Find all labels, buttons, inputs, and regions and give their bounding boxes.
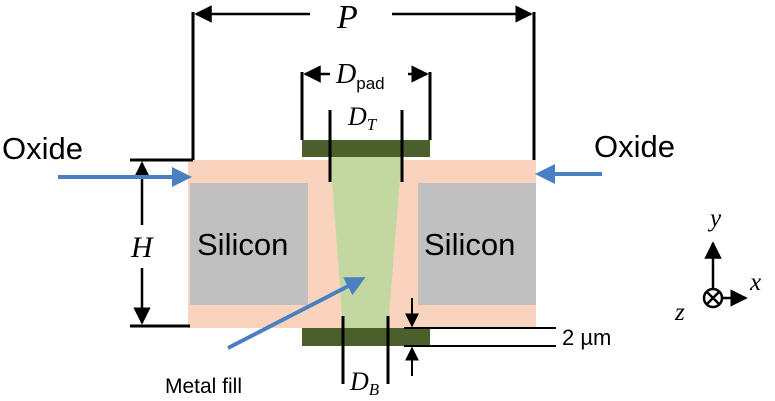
bottom-pad [302, 328, 430, 346]
dpad-label: Dpad [335, 59, 385, 93]
gap-label: 2 µm [562, 325, 611, 350]
silicon-label-right: Silicon [424, 227, 515, 262]
db-label: DB [349, 367, 380, 399]
x-axis-label: x [749, 269, 761, 296]
silicon-block-right [418, 183, 536, 305]
oxide-label-right: Oxide [594, 129, 675, 164]
silicon-label-left: Silicon [197, 227, 288, 262]
z-axis-cross-b [705, 290, 721, 306]
z-axis-label: z [674, 299, 685, 326]
top-pad [302, 140, 430, 157]
y-axis-label: y [707, 205, 722, 232]
p-label: P [336, 0, 358, 36]
silicon-block-left [190, 183, 308, 305]
h-label: H [130, 231, 155, 264]
oxide-label-left: Oxide [2, 131, 83, 166]
metal-fill-arrow [227, 277, 366, 350]
dt-label: DT [347, 102, 378, 134]
metal-fill-label: Metal fill [165, 375, 242, 398]
